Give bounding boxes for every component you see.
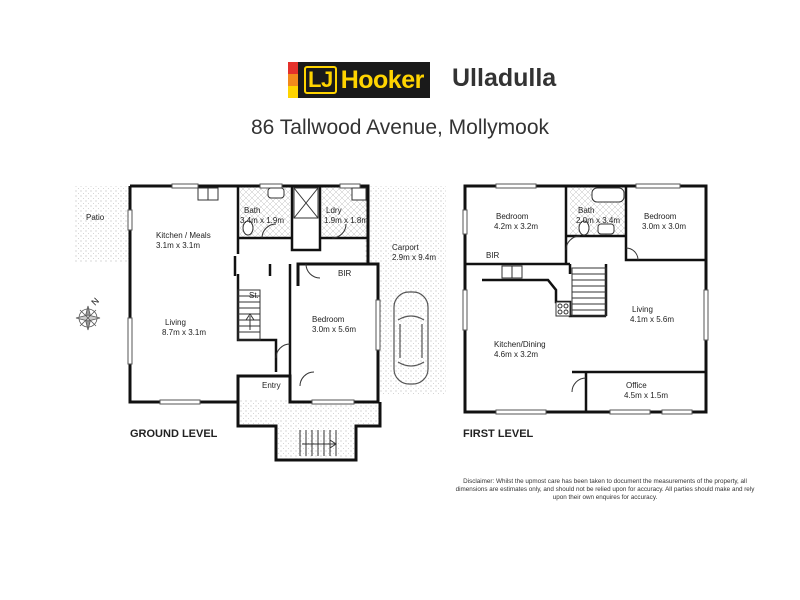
car-icon xyxy=(393,291,429,385)
ground-living-label: Living xyxy=(165,318,186,327)
ground-bir-label: BIR xyxy=(338,269,352,278)
ground-fixtures xyxy=(197,187,367,236)
office-label: Office xyxy=(626,381,647,390)
toilet-icon xyxy=(242,220,254,236)
first-fixtures xyxy=(501,187,625,317)
ground-bedroom-label: Bedroom xyxy=(312,315,345,324)
first-bedroom2-dim: 3.0m x 3.0m xyxy=(642,222,686,231)
first-stairs xyxy=(571,267,607,317)
laundry-tub-icon xyxy=(351,187,367,201)
ground-level-title: GROUND LEVEL xyxy=(130,428,218,440)
first-toilet-icon xyxy=(578,220,590,236)
ground-doors xyxy=(261,223,347,387)
entry-label: Entry xyxy=(262,381,281,390)
first-level-title: FIRST LEVEL xyxy=(463,428,534,440)
first-bedroom1-label: Bedroom xyxy=(496,212,529,221)
front-steps-landing xyxy=(276,424,356,458)
logo-lj: LJ xyxy=(304,66,337,94)
ground-level-plan: Patio Kitchen / Meals 3.1m x 3.1m Bath 3… xyxy=(75,183,446,462)
ldry-label: Ldry xyxy=(326,206,342,215)
first-kitchen-dining-label: Kitchen/Dining xyxy=(494,340,546,349)
patio-area xyxy=(75,186,130,262)
compass-north-label: N xyxy=(89,296,101,308)
first-bath-dim: 2.0m x 3.4m xyxy=(576,216,620,225)
patio-label: Patio xyxy=(86,213,105,222)
carport-area xyxy=(365,186,446,395)
first-kitchen-dining-dim: 4.6m x 3.2m xyxy=(494,350,538,359)
logo-name: Hooker xyxy=(340,65,425,94)
first-bir-label: BIR xyxy=(486,251,500,260)
first-level-plan: Bedroom 4.2m x 3.2m Bath 2.0m x 3.4m Bed… xyxy=(462,183,709,440)
basin-icon xyxy=(267,187,285,199)
carport-label: Carport xyxy=(392,243,419,252)
first-living-dim: 4.1m x 5.6m xyxy=(630,315,674,324)
ldry-dim: 1.9m x 1.8m xyxy=(324,216,368,225)
first-doors xyxy=(565,235,639,393)
ground-bath-label: Bath xyxy=(244,206,260,215)
compass-icon xyxy=(75,305,101,331)
office-dim: 4.5m x 1.5m xyxy=(624,391,668,400)
ground-living-dim: 8.7m x 3.1m xyxy=(162,328,206,337)
office-name: Ulladulla xyxy=(452,64,557,92)
logo-wordmark: LJ Hooker xyxy=(298,62,430,98)
kitchen-meals-label: Kitchen / Meals xyxy=(156,231,211,240)
disclaimer: Disclaimer: Whilst the upmost care has b… xyxy=(455,478,755,501)
logo-stripes xyxy=(288,62,298,98)
cooktop-icon xyxy=(555,301,571,317)
first-bedroom1-dim: 4.2m x 3.2m xyxy=(494,222,538,231)
first-basin-icon xyxy=(597,223,615,235)
bathtub-icon xyxy=(591,187,625,203)
property-address: 86 Tallwood Avenue, Mollymook xyxy=(250,116,550,139)
first-bath-label: Bath xyxy=(578,206,594,215)
kitchen-meals-dim: 3.1m x 3.1m xyxy=(156,241,200,250)
ground-bath-dim: 3.4m x 1.9m xyxy=(240,216,284,225)
front-stairs xyxy=(299,430,337,456)
ground-bedroom-dim: 3.0m x 5.6m xyxy=(312,325,356,334)
first-windows xyxy=(462,183,709,415)
entry-deck xyxy=(238,400,380,424)
store-label: St. xyxy=(249,291,259,300)
first-living-label: Living xyxy=(632,305,653,314)
ground-windows xyxy=(127,183,381,405)
ground-stairs xyxy=(237,289,261,341)
first-bedroom2-label: Bedroom xyxy=(644,212,677,221)
carport-dim: 2.9m x 9.4m xyxy=(392,253,436,262)
lj-hooker-logo: LJ Hooker xyxy=(288,62,436,98)
